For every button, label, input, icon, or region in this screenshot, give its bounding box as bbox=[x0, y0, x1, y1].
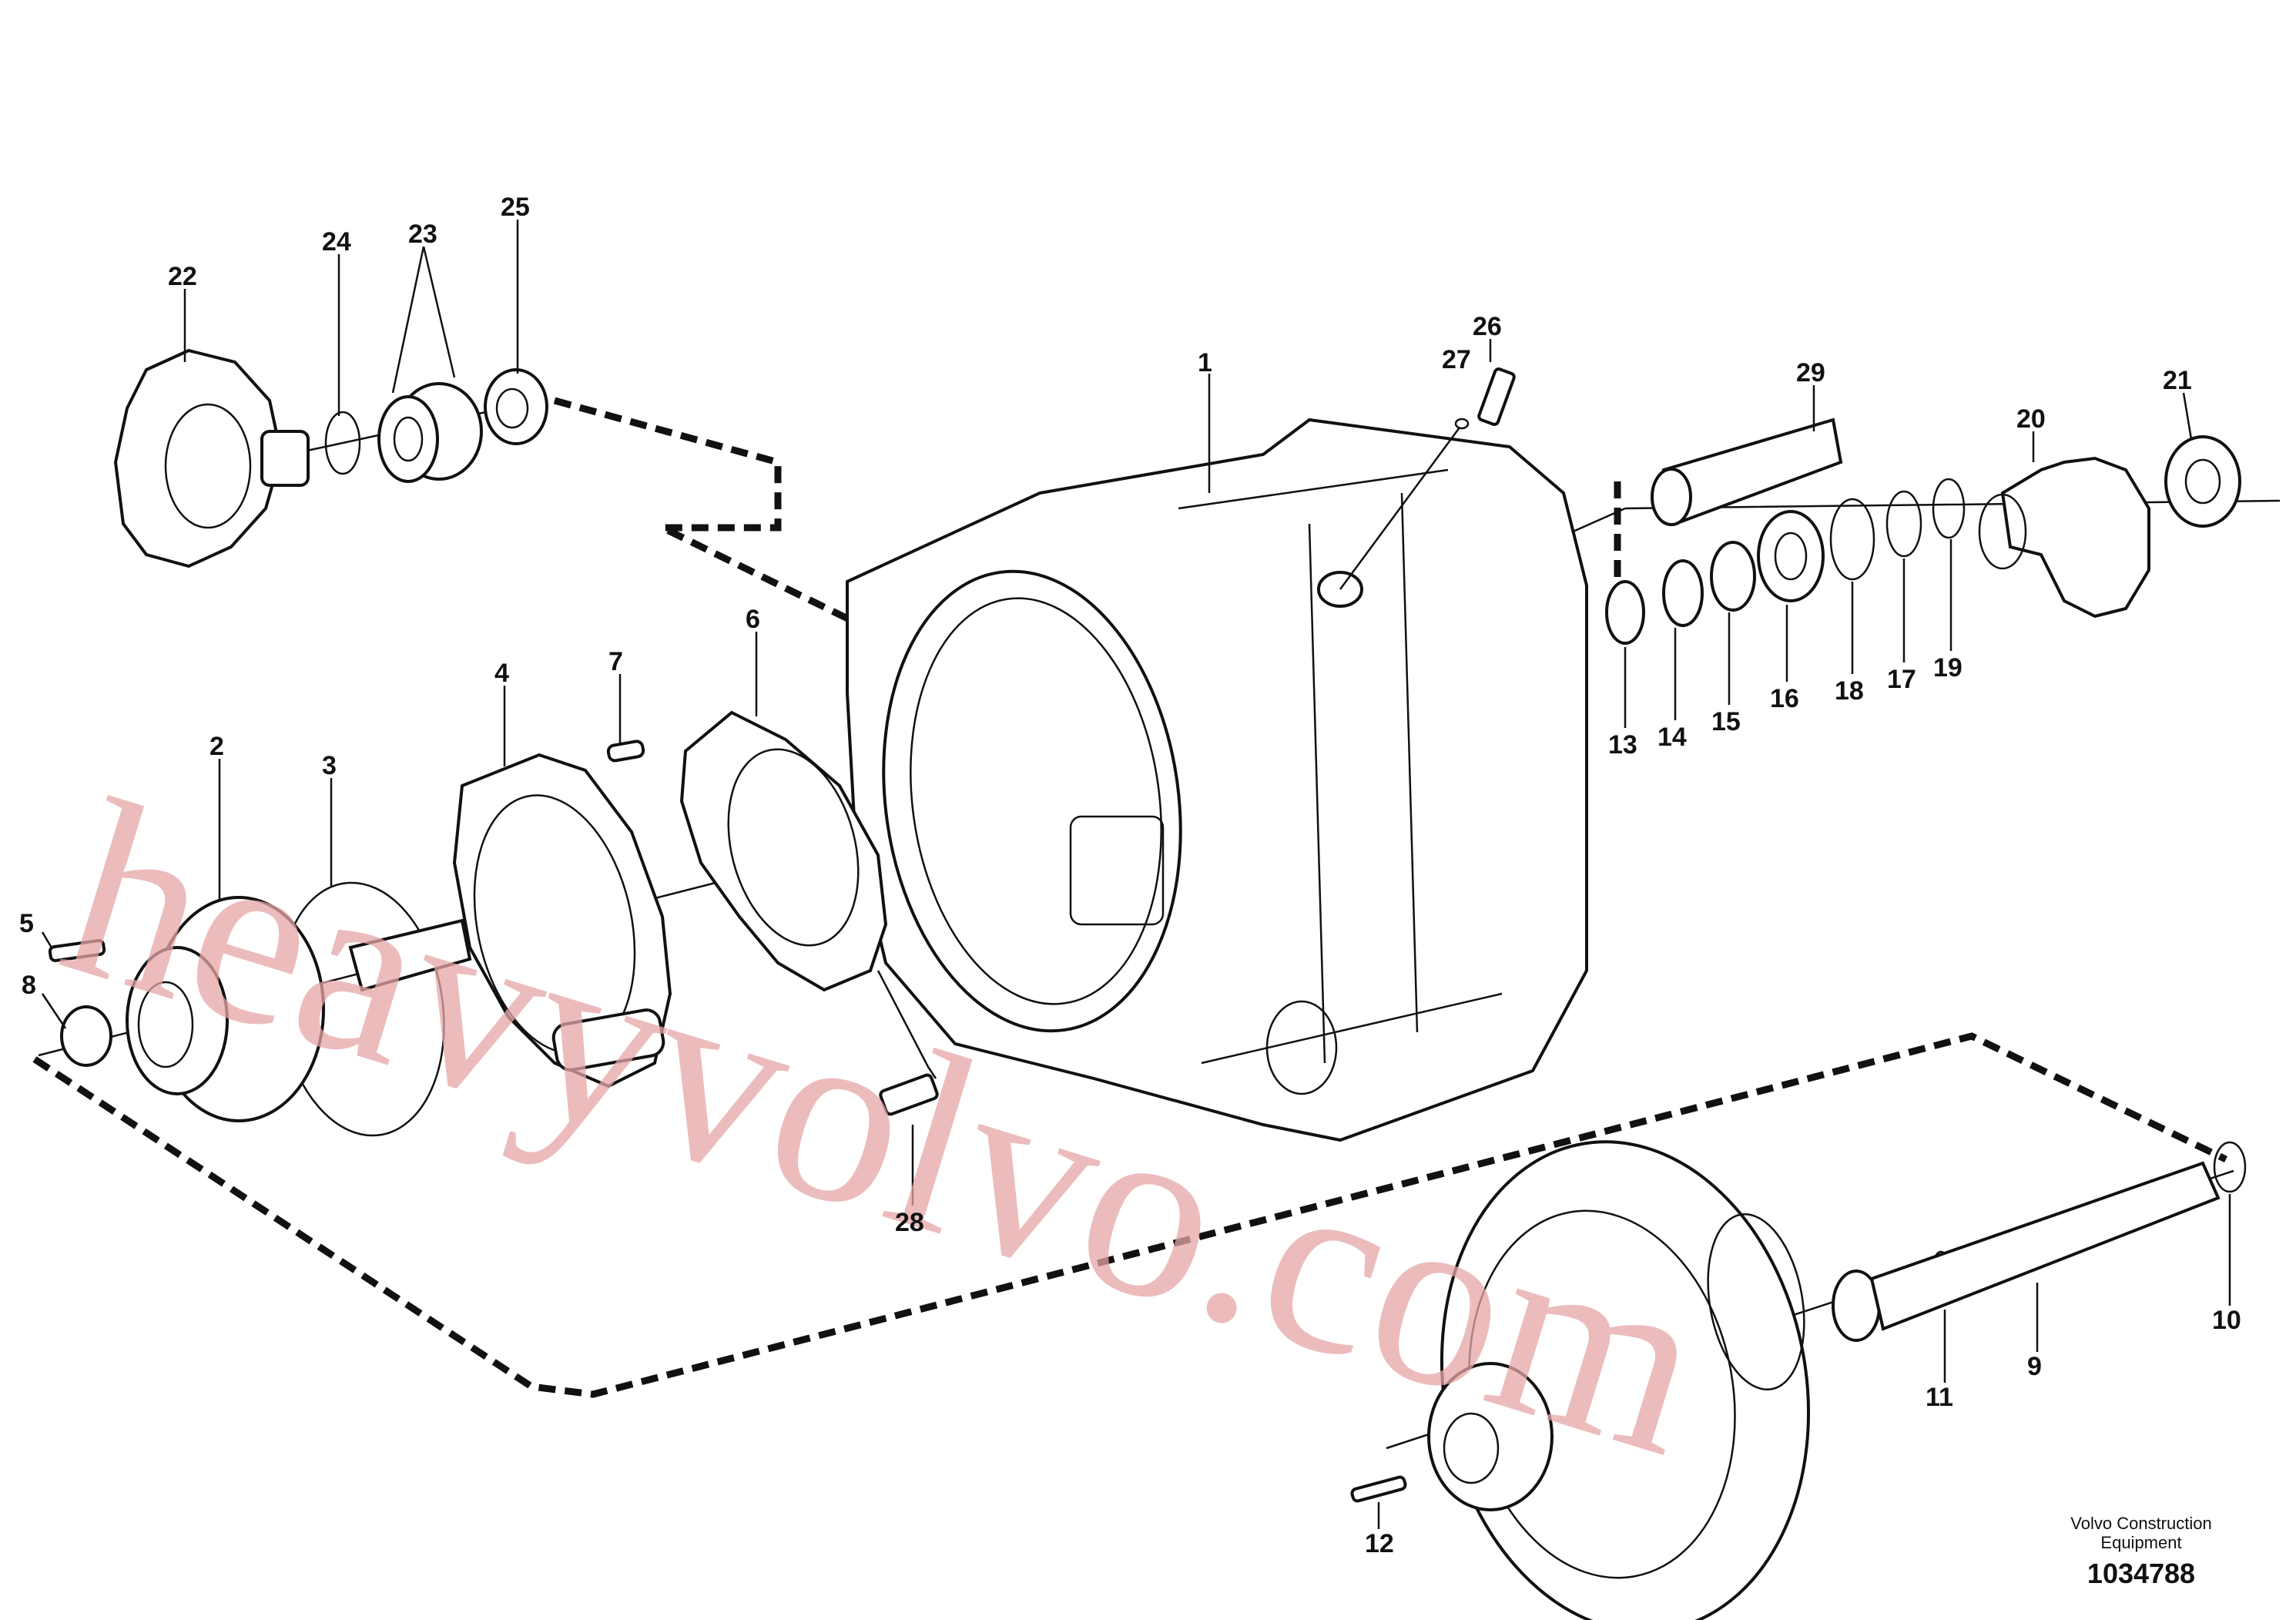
part-20-gear bbox=[1978, 456, 2150, 619]
part-8-seal bbox=[60, 1005, 112, 1067]
leader-lines bbox=[41, 220, 2231, 1529]
torque-converter bbox=[1427, 1140, 1811, 1620]
part-21-bearing bbox=[2164, 435, 2241, 528]
part-1-transmission-housing bbox=[846, 418, 1588, 1142]
callout-12: 12 bbox=[1365, 1529, 1394, 1558]
callout-21: 21 bbox=[2163, 366, 2192, 395]
part-14-thrust-washer bbox=[1662, 559, 1704, 627]
callout-5: 5 bbox=[19, 909, 34, 938]
callout-22: 22 bbox=[168, 262, 197, 291]
part-28-sensor bbox=[879, 1073, 939, 1116]
part-29-shaft bbox=[1651, 418, 1843, 526]
callout-11: 11 bbox=[1926, 1383, 1953, 1412]
part-12-bolt bbox=[1350, 1475, 1407, 1503]
callout-4: 4 bbox=[494, 659, 509, 688]
part-23-bearing bbox=[377, 382, 483, 483]
assembly-path-lower bbox=[32, 1032, 2227, 1398]
part-18-snap-ring bbox=[1829, 498, 1875, 581]
callout-8: 8 bbox=[22, 971, 36, 1000]
drawing-footer: Volvo Construction Equipment 1034788 bbox=[2070, 1514, 2211, 1589]
callout-26: 26 bbox=[1473, 312, 1502, 341]
brand-line-1: Volvo Construction bbox=[2070, 1514, 2211, 1533]
callout-28: 28 bbox=[895, 1208, 924, 1237]
assembly-path-upper bbox=[553, 397, 1072, 732]
drawing-number: 1034788 bbox=[2087, 1558, 2195, 1589]
callout-14: 14 bbox=[1657, 723, 1687, 752]
callout-29: 29 bbox=[1796, 358, 1825, 387]
callout-25: 25 bbox=[501, 193, 530, 222]
part-19-ring bbox=[1932, 478, 1966, 539]
callout-18: 18 bbox=[1835, 676, 1864, 706]
part-2-pump bbox=[126, 896, 325, 1122]
callout-24: 24 bbox=[322, 227, 351, 257]
callout-3: 3 bbox=[322, 751, 337, 780]
callout-17: 17 bbox=[1887, 665, 1916, 694]
callout-labels: 1 2 3 4 5 6 7 8 9 10 11 12 13 14 15 16 1… bbox=[19, 193, 2241, 1558]
callout-1: 1 bbox=[1198, 348, 1212, 377]
part-15-washer bbox=[1710, 541, 1756, 612]
part-5-bolt bbox=[48, 938, 106, 963]
part-4-pump-housing bbox=[452, 753, 672, 1088]
callout-27: 27 bbox=[1442, 345, 1471, 374]
callout-7: 7 bbox=[608, 647, 623, 676]
part-25-nut bbox=[484, 368, 548, 445]
part-10-ring bbox=[2213, 1141, 2247, 1193]
spline-shaft bbox=[348, 918, 472, 992]
part-24-snap-ring bbox=[324, 411, 361, 475]
part-6-gasket bbox=[679, 710, 888, 992]
callout-20: 20 bbox=[2016, 404, 2046, 434]
callout-2: 2 bbox=[209, 732, 224, 761]
callout-6: 6 bbox=[746, 605, 760, 634]
part-16-bearing bbox=[1757, 510, 1825, 602]
part-17-ring bbox=[1885, 490, 1922, 558]
part-7-pin bbox=[606, 740, 645, 763]
leader-28-line bbox=[877, 970, 937, 1079]
part-9-shaft bbox=[1869, 1161, 2221, 1331]
callout-15: 15 bbox=[1711, 707, 1741, 736]
callout-9: 9 bbox=[2027, 1352, 2042, 1381]
callout-19: 19 bbox=[1933, 653, 1962, 683]
leader-27-line bbox=[1339, 427, 1461, 590]
part-22-gear bbox=[113, 348, 310, 569]
brand-line-2: Equipment bbox=[2100, 1533, 2181, 1552]
callout-13: 13 bbox=[1608, 730, 1637, 760]
callout-16: 16 bbox=[1770, 684, 1799, 713]
part-13-washer bbox=[1605, 580, 1645, 645]
part-26-sensor bbox=[1454, 367, 1516, 430]
callout-10: 10 bbox=[2212, 1306, 2241, 1335]
callout-23: 23 bbox=[408, 220, 437, 249]
